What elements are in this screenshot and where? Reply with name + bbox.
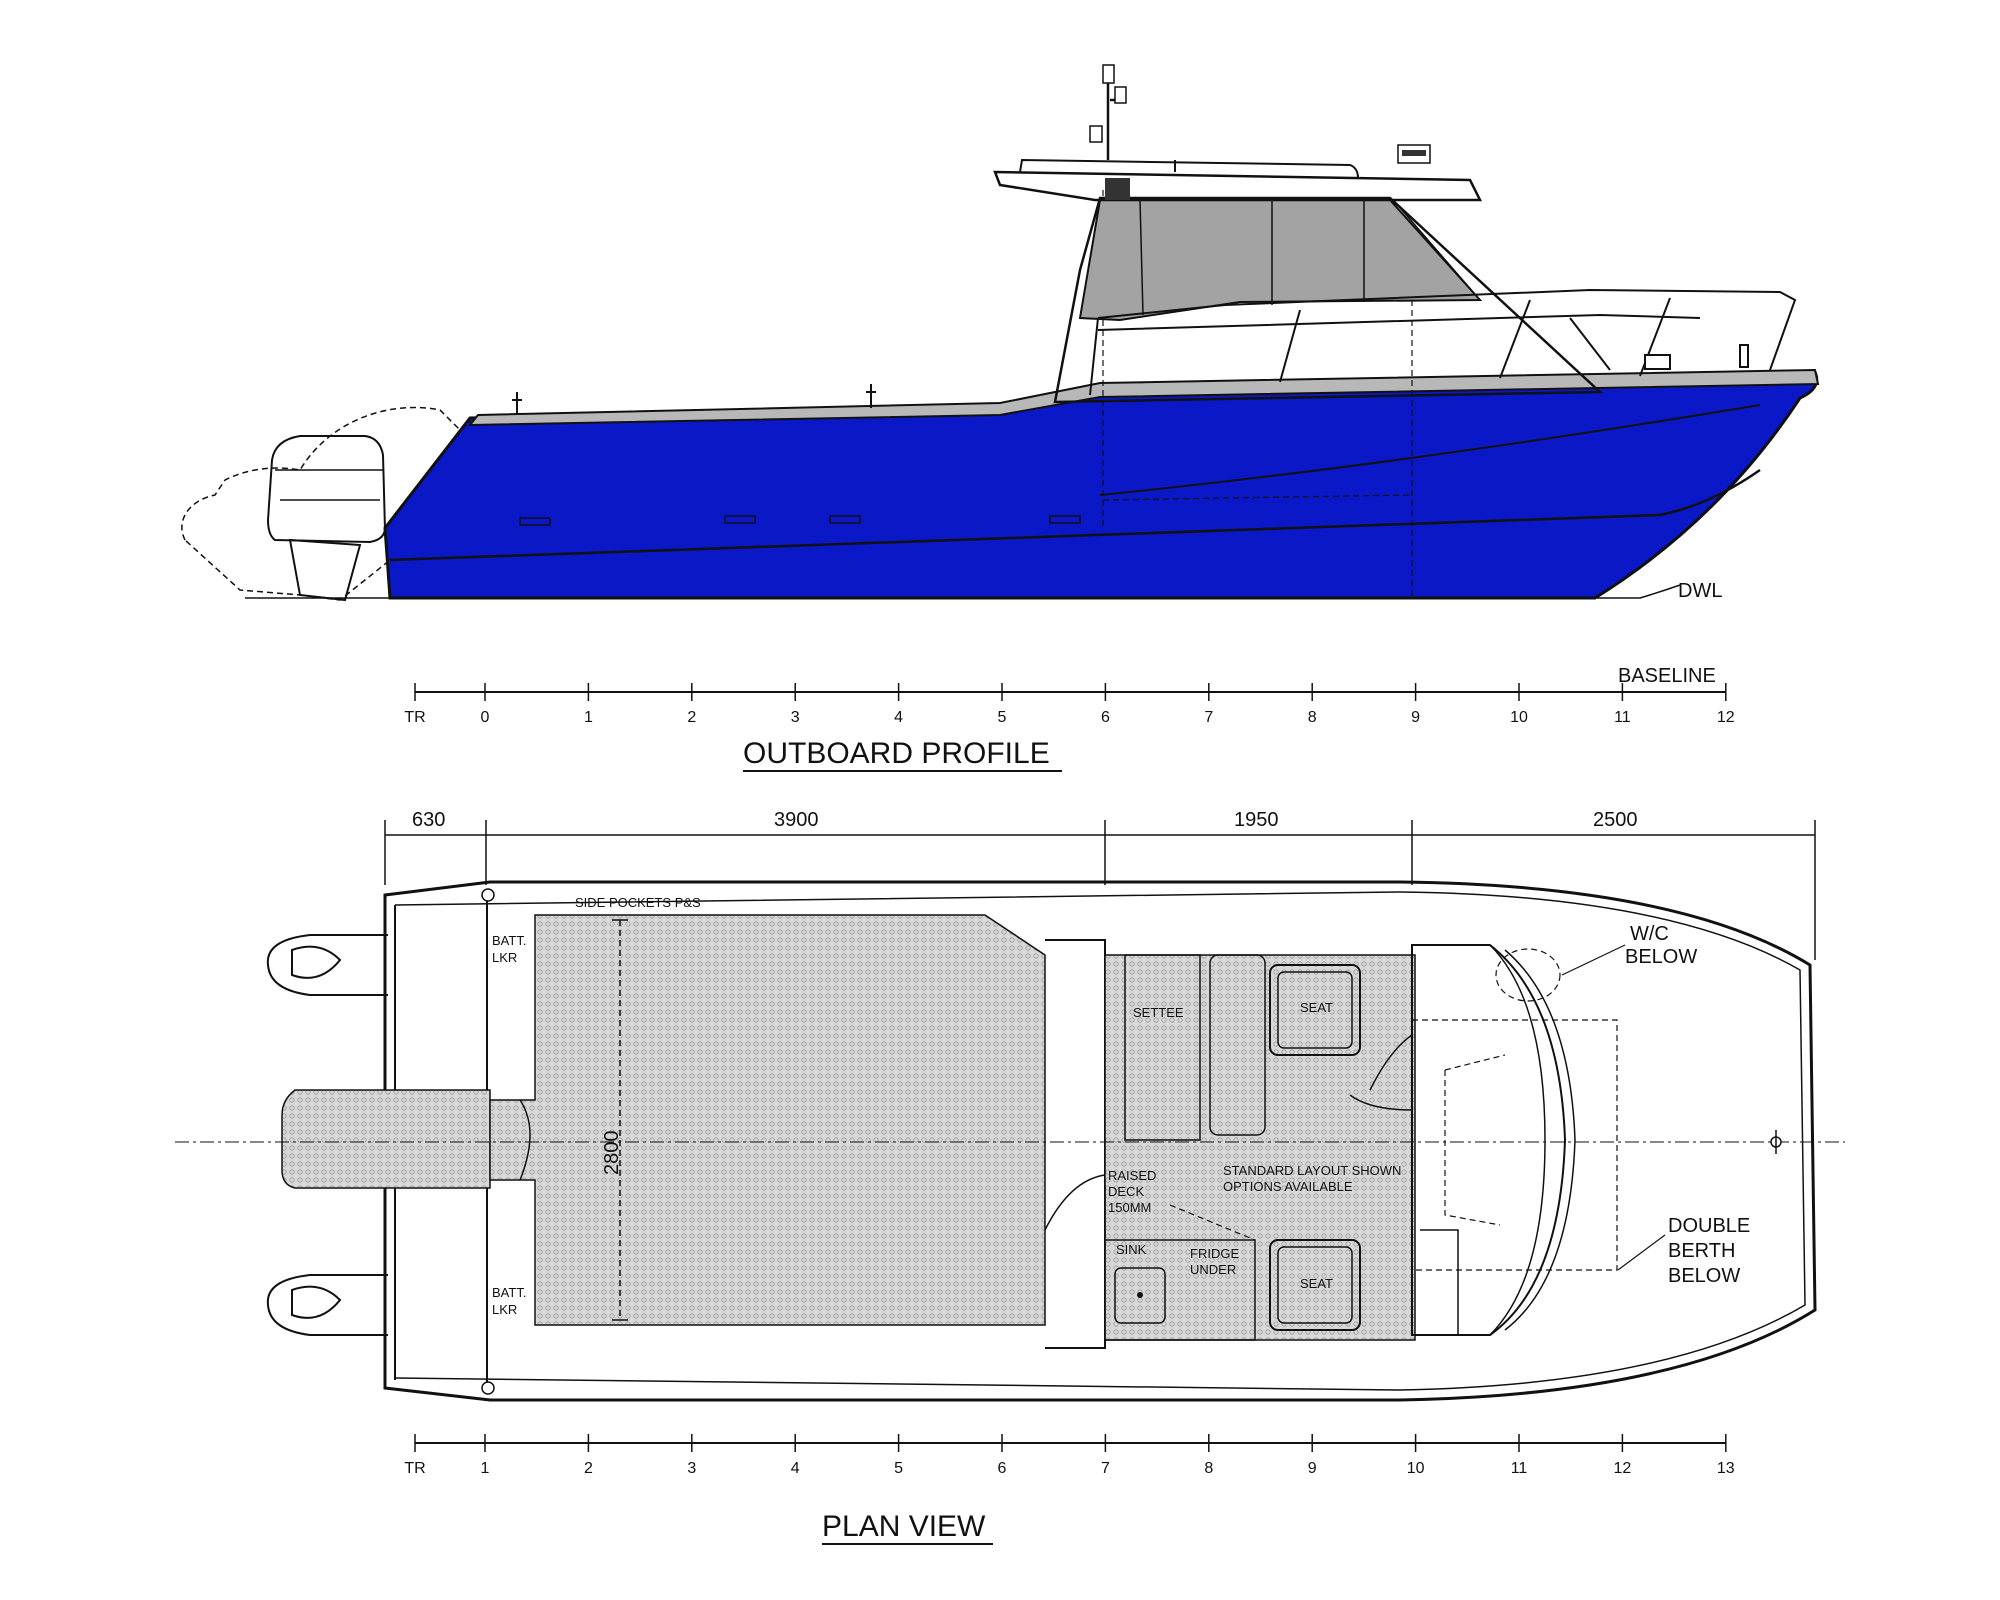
station-label: 3 <box>791 709 800 726</box>
label-batt-lkr-top-1: BATT. <box>492 933 526 948</box>
station-label: 11 <box>1614 709 1631 726</box>
hull-vents <box>519 515 1081 526</box>
label-batt-lkr-top-2: LKR <box>492 950 517 965</box>
deck-cleat <box>512 384 876 414</box>
station-label: 6 <box>998 1460 1007 1477</box>
station-label: 0 <box>481 709 490 726</box>
motor-tilt-outline <box>181 406 461 601</box>
label-wc-2: BELOW <box>1625 946 1697 968</box>
label-settee: SETTEE <box>1133 1005 1184 1020</box>
station-label: 7 <box>1101 1460 1110 1477</box>
swim-platform <box>281 1089 491 1189</box>
station-label: 10 <box>1407 1460 1425 1477</box>
double-berth-outline <box>1411 1019 1618 1271</box>
label-fridge-1: FRIDGE <box>1190 1246 1239 1261</box>
station-label: 8 <box>1204 1460 1213 1477</box>
station-label: 5 <box>894 1460 903 1477</box>
cockpit-deck <box>489 914 1046 1326</box>
dim-3900: 3900 <box>774 809 819 831</box>
gunwale <box>467 368 1820 427</box>
station-label: 9 <box>1411 709 1420 726</box>
label-raised-deck-1: RAISED <box>1108 1168 1156 1183</box>
seat-top <box>1269 964 1361 1056</box>
station-label: 2 <box>687 709 696 726</box>
station-label: 3 <box>687 1460 696 1477</box>
label-double-berth-1: DOUBLE <box>1668 1215 1750 1237</box>
station-label: 1 <box>584 709 593 726</box>
station-label: 11 <box>1511 1460 1528 1477</box>
label-seat-bottom: SEAT <box>1300 1276 1333 1291</box>
cabin <box>993 64 1604 404</box>
station-label: TR <box>404 1460 425 1477</box>
station-label: 12 <box>1614 1460 1632 1477</box>
station-label: 4 <box>894 709 903 726</box>
bow-rail <box>1089 288 1797 396</box>
dim-630: 630 <box>412 809 445 831</box>
dwl-label: DWL <box>1678 580 1722 602</box>
label-wc-1: W/C <box>1630 923 1669 945</box>
roof-rail <box>1019 158 1359 179</box>
station-label: 5 <box>998 709 1007 726</box>
label-double-berth-3: BELOW <box>1668 1265 1740 1287</box>
label-side-pockets: SIDE POCKETS P&S <box>575 895 701 910</box>
label-raised-deck-2: DECK <box>1108 1184 1144 1199</box>
profile-title: OUTBOARD PROFILE <box>743 737 1050 770</box>
label-standard-layout-1: STANDARD LAYOUT SHOWN <box>1223 1163 1401 1178</box>
dim-2500: 2500 <box>1593 809 1638 831</box>
station-label: 12 <box>1717 709 1735 726</box>
label-raised-deck-3: 150MM <box>1108 1200 1151 1215</box>
chine-line <box>389 468 1761 562</box>
label-batt-lkr-bottom-1: BATT. <box>492 1285 526 1300</box>
outboard-motor <box>266 435 387 602</box>
station-label: 9 <box>1308 1460 1317 1477</box>
station-label: TR <box>404 709 425 726</box>
label-fridge-2: UNDER <box>1190 1262 1236 1277</box>
station-label: 10 <box>1510 709 1528 726</box>
plan-title: PLAN VIEW <box>822 1510 986 1543</box>
station-label: 1 <box>481 1460 490 1477</box>
hull <box>383 370 1819 600</box>
station-label: 6 <box>1101 709 1110 726</box>
wc-outline <box>1495 948 1561 1002</box>
hardtop-roof <box>993 170 1483 202</box>
station-label: 7 <box>1204 709 1213 726</box>
seat-bottom <box>1269 1239 1361 1331</box>
dwl-line <box>245 584 1681 599</box>
plan-outboard-motors <box>266 934 388 1336</box>
station-label: 13 <box>1717 1460 1735 1477</box>
dim-1950: 1950 <box>1234 809 1279 831</box>
label-double-berth-2: BERTH <box>1668 1240 1735 1262</box>
baseline-label: BASELINE <box>1618 665 1716 687</box>
label-seat-top: SEAT <box>1300 1000 1333 1015</box>
dimension-chain <box>384 820 1816 960</box>
station-label: 2 <box>584 1460 593 1477</box>
station-label: 8 <box>1308 709 1317 726</box>
beam-dimension: 2800 <box>601 1131 623 1176</box>
station-label: 4 <box>791 1460 800 1477</box>
label-sink: SINK <box>1116 1242 1147 1257</box>
cabin-interior <box>175 888 1845 1395</box>
plan-hull-outline <box>383 880 1817 1402</box>
label-batt-lkr-bottom-2: LKR <box>492 1302 517 1317</box>
label-standard-layout-2: OPTIONS AVAILABLE <box>1223 1179 1353 1194</box>
plan-view: 630 3900 1950 2500 2800 <box>175 809 1845 1545</box>
